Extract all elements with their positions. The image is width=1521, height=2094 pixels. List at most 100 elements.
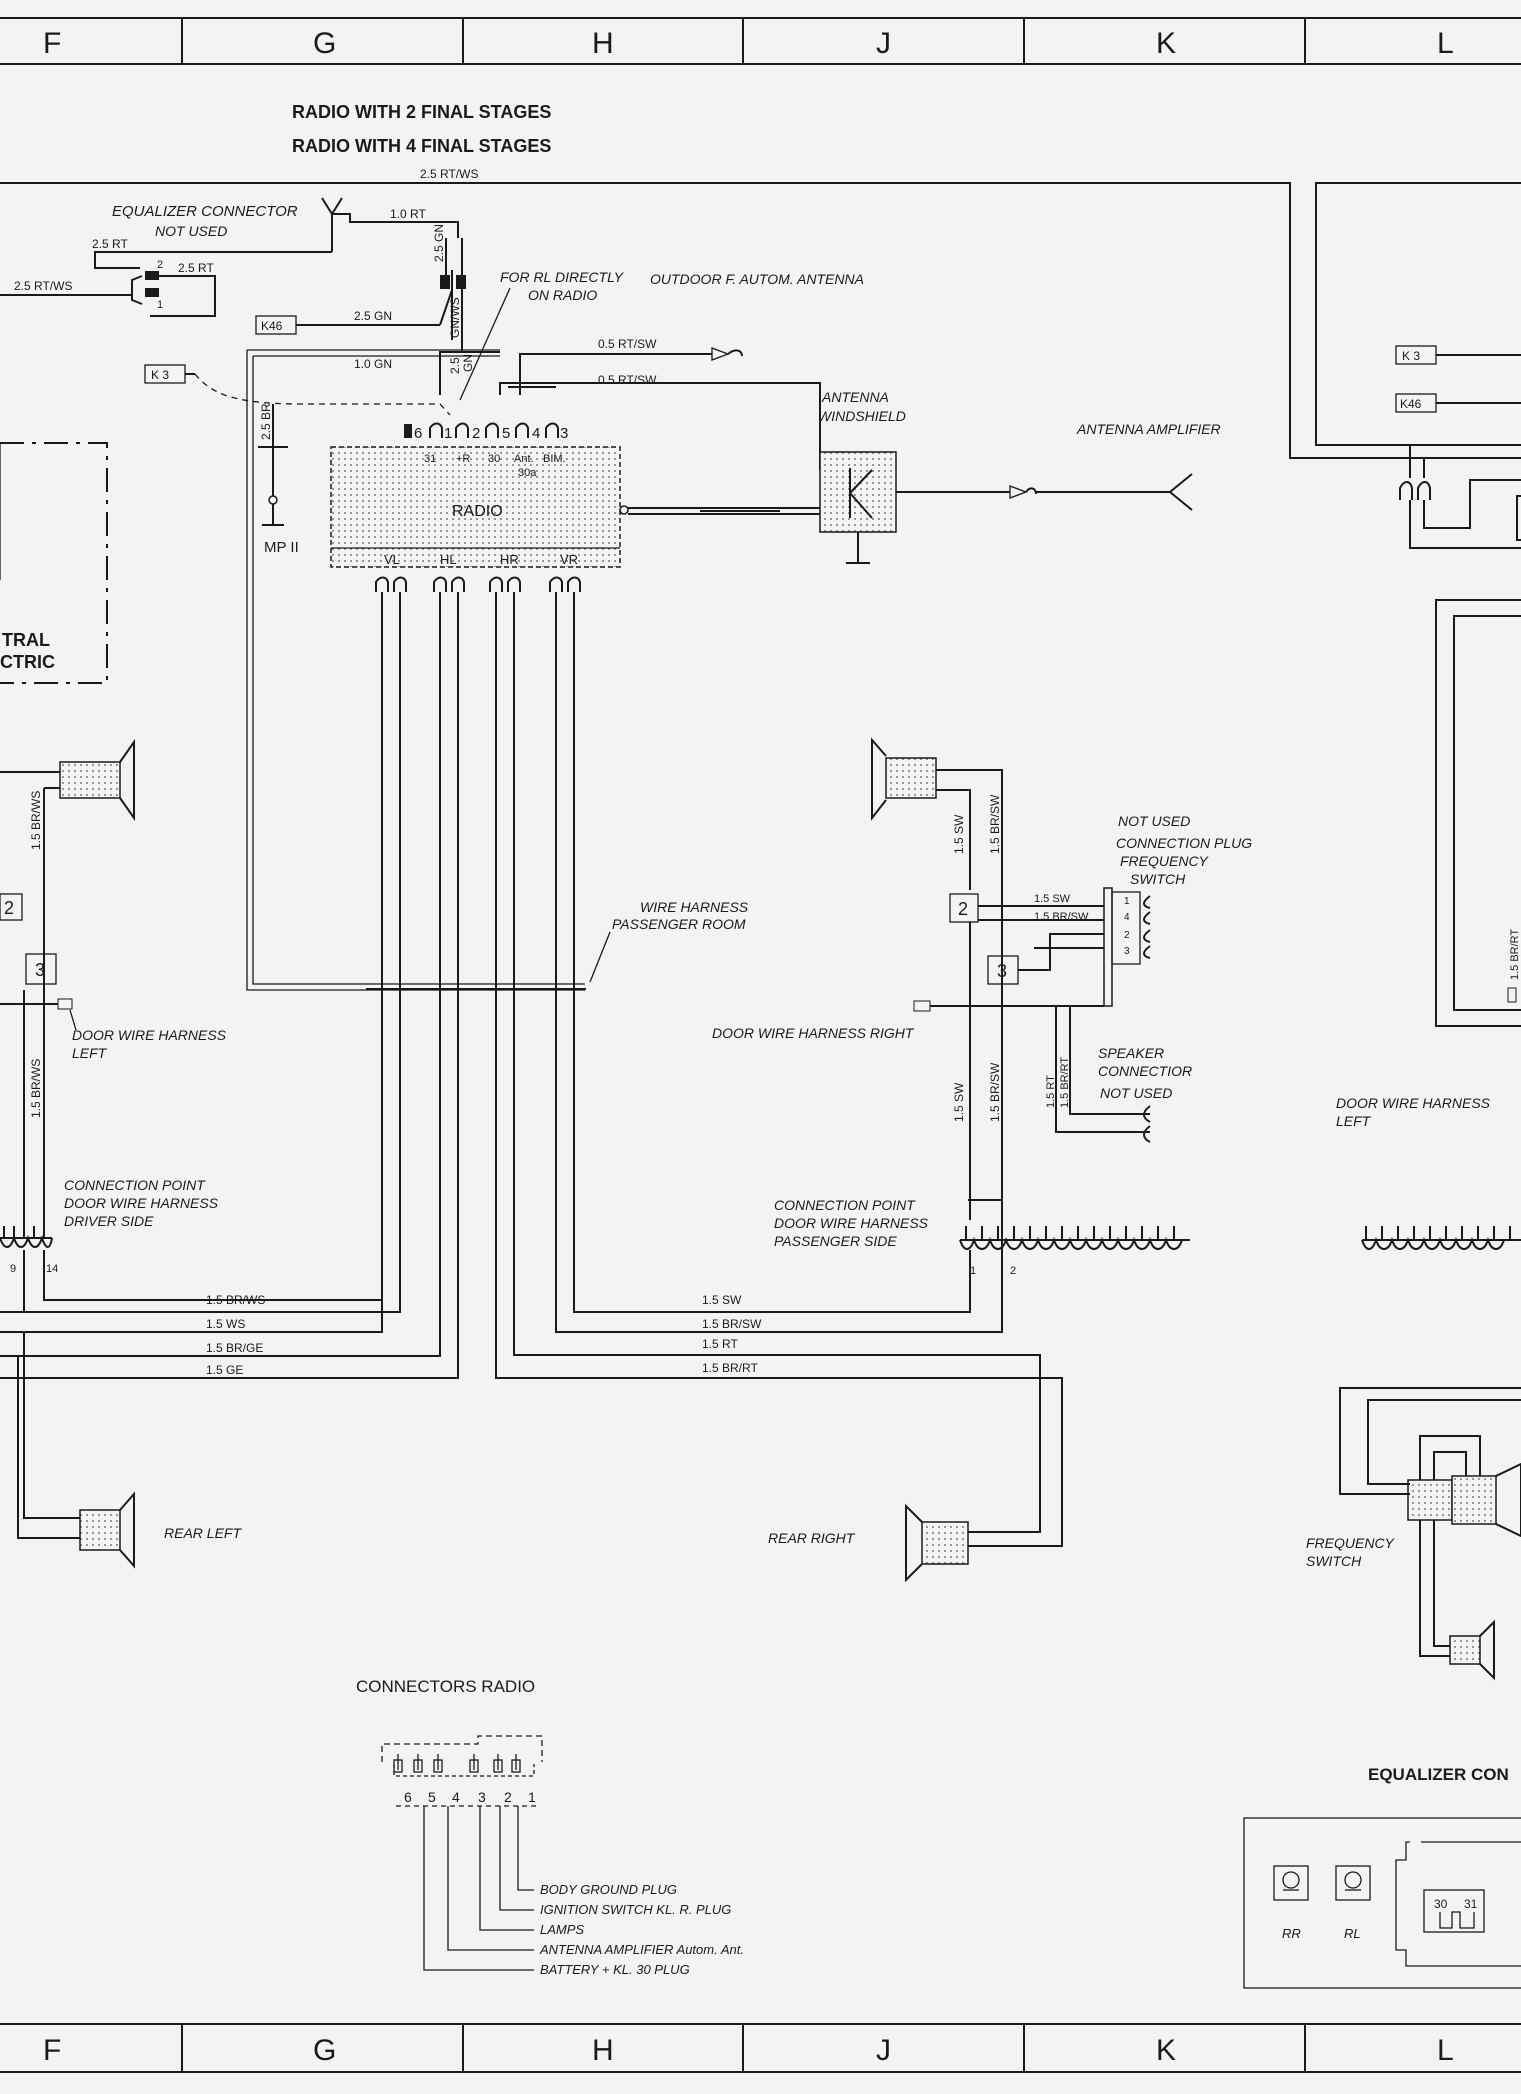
right-connection-point — [1361, 1226, 1521, 1250]
legend-5: BATTERY + KL. 30 PLUG — [540, 1962, 690, 1977]
for-rl-label-2: ON RADIO — [528, 287, 597, 303]
pin-9: 9 — [10, 1263, 16, 1275]
wire-label-25rtws-left: 2.5 RT/WS — [14, 279, 72, 293]
radio-pinname-30a: 30a — [518, 467, 537, 479]
legend-1: BODY GROUND PLUG — [540, 1882, 677, 1897]
freq-switch-label-1: FREQUENCY — [1306, 1535, 1396, 1551]
grid-col-h: H — [592, 27, 614, 60]
passenger-connection-point — [959, 1226, 1190, 1250]
equalizer-con-title: EQUALIZER CON — [1368, 1765, 1509, 1784]
cp-driver-label-1: CONNECTION POINT — [64, 1177, 206, 1193]
not-used-label-3: NOT USED — [1100, 1085, 1172, 1101]
pin-1-pass: 1 — [970, 1265, 976, 1277]
wire-label-brsw: 1.5 BR/SW — [702, 1317, 762, 1331]
wire-label-05rtsw-a: 0.5 RT/SW — [598, 337, 657, 351]
radio-pin-5: 5 — [502, 425, 510, 442]
grid-col-k: K — [1156, 27, 1176, 60]
cp-driver-label-2: DOOR WIRE HARNESS — [64, 1195, 219, 1211]
central-label-2: CTRIC — [0, 652, 55, 672]
small-speaker — [1449, 1619, 1495, 1681]
wire-label-ws: 1.5 WS — [206, 1317, 245, 1331]
rear-right-label: REAR RIGHT — [768, 1530, 856, 1546]
wire-label-10rt: 1.0 RT — [390, 207, 426, 221]
box-2-right — [949, 893, 979, 923]
door-left-right-label-2: LEFT — [1336, 1113, 1372, 1129]
central-label-1: TRAL — [2, 630, 50, 650]
grid-col-h-bottom: H — [592, 2034, 614, 2067]
wire-label-sw-right: 1.5 SW — [952, 814, 966, 854]
speaker-conn-label-2: CONNECTIOR — [1098, 1063, 1192, 1079]
gn-plug-pair — [440, 275, 466, 289]
cp-pass-label-3: PASSENGER SIDE — [774, 1233, 897, 1249]
box-2-left-num: 2 — [4, 898, 14, 918]
box-2-right-num: 2 — [958, 899, 968, 919]
wire-harness-label-2: PASSENGER ROOM — [612, 916, 746, 932]
wire-label-sw-fs: 1.5 SW — [1034, 893, 1071, 905]
outdoor-antenna-label: OUTDOOR F. AUTOM. ANTENNA — [650, 271, 864, 287]
wire-harness-label-1: WIRE HARNESS — [640, 899, 749, 915]
grid-col-j-bottom: J — [876, 2034, 891, 2067]
wire-label-gn-v: GN — [461, 354, 475, 372]
title-radio-4: RADIO WITH 4 FINAL STAGES — [292, 136, 551, 156]
door-left-right-label-1: DOOR WIRE HARNESS — [1336, 1095, 1491, 1111]
wire-label-25rt-b: 2.5 RT — [178, 261, 214, 275]
wire-label-brws-left-2: 1.5 BR/WS — [29, 1059, 43, 1118]
wire-label-brrt-right: 1.5 BR/RT — [1509, 929, 1521, 980]
bottom-grid-bar: F G H J K L — [0, 2023, 1521, 2073]
top-grid-bar: F G H J K L — [0, 17, 1521, 65]
wire-label-ge: 1.5 GE — [206, 1363, 243, 1377]
radio-out-hr: HR — [500, 552, 519, 567]
antenna-amplifier-label: ANTENNA AMPLIFIER — [1076, 421, 1221, 437]
k46-label-right: K46 — [1400, 397, 1422, 411]
equalizer-box — [1243, 1817, 1521, 1989]
freq-pin-1: 1 — [1124, 896, 1130, 907]
antenna-ws-label-1: ANTENNA — [821, 389, 889, 405]
frequency-switch-unit — [1404, 1462, 1521, 1538]
mp-label: MP II — [264, 539, 299, 556]
grid-col-l-bottom: L — [1437, 2034, 1454, 2067]
conn-pin-1: 1 — [528, 1789, 536, 1805]
antenna-ws-label-2: WINDSHIELD — [818, 408, 906, 424]
radio-out-vr: VR — [560, 552, 578, 567]
radio-pinname-r: +R — [456, 453, 470, 465]
radio-top-pins: 6 1 2 5 4 3 — [404, 422, 568, 442]
wire-label-25-v: 2.5 — [448, 357, 462, 374]
wire-label-rt-speaker: 1.5 RT — [1045, 1075, 1057, 1108]
not-used-label-2: NOT USED — [1118, 813, 1190, 829]
for-rl-label-1: FOR RL DIRECTLY — [500, 269, 625, 285]
wire-label-10gn: 1.0 GN — [354, 357, 392, 371]
k3-label-right: K 3 — [1402, 349, 1420, 363]
cp-pass-label-2: DOOR WIRE HARNESS — [774, 1215, 929, 1231]
wire-label-25br: 2.5 BR — [259, 403, 273, 440]
wire-label-25gn-v: 2.5 GN — [432, 224, 446, 262]
grid-col-k-bottom: K — [1156, 2034, 1176, 2067]
radio-pinname-31: 31 — [424, 453, 436, 465]
wire-label-brge: 1.5 BR/GE — [206, 1341, 263, 1355]
radio-pin-3: 3 — [560, 425, 568, 442]
grid-col-l: L — [1437, 27, 1454, 60]
radio-unit — [330, 446, 621, 568]
wire-label-gnws: GN/WS — [448, 297, 462, 338]
conn-pin-4: 4 — [452, 1789, 460, 1805]
grid-col-g-bottom: G — [313, 2034, 336, 2067]
door-left-label-2: LEFT — [72, 1045, 108, 1061]
pin-2-pass: 2 — [1010, 1265, 1016, 1277]
freq-switch-label-2: SWITCH — [1306, 1553, 1362, 1569]
legend-4: ANTENNA AMPLIFIER Autom. Ant. — [539, 1942, 744, 1957]
box-3-left — [25, 953, 57, 985]
conn-pin-3: 3 — [478, 1789, 486, 1805]
wire-label-sw-right-2: 1.5 SW — [952, 1082, 966, 1122]
wire-label-brrt: 1.5 BR/RT — [702, 1361, 758, 1375]
k46-label: K46 — [261, 319, 283, 333]
connectors-radio-title: CONNECTORS RADIO — [356, 1677, 535, 1696]
driver-connection-point — [0, 1226, 53, 1248]
conn-pin-5: 5 — [428, 1789, 436, 1805]
box-2-left — [0, 893, 23, 921]
radio-label: RADIO — [452, 503, 503, 520]
grid-col-f: F — [43, 27, 61, 60]
radio-pinname-30: 30 — [488, 453, 500, 465]
wire-label-brsw-fs: 1.5 BR/SW — [1034, 911, 1089, 923]
pin-14: 14 — [46, 1263, 58, 1275]
wire-label-brws-left: 1.5 BR/WS — [29, 791, 43, 850]
wire-label-brsw-right-2: 1.5 BR/SW — [988, 1062, 1002, 1122]
